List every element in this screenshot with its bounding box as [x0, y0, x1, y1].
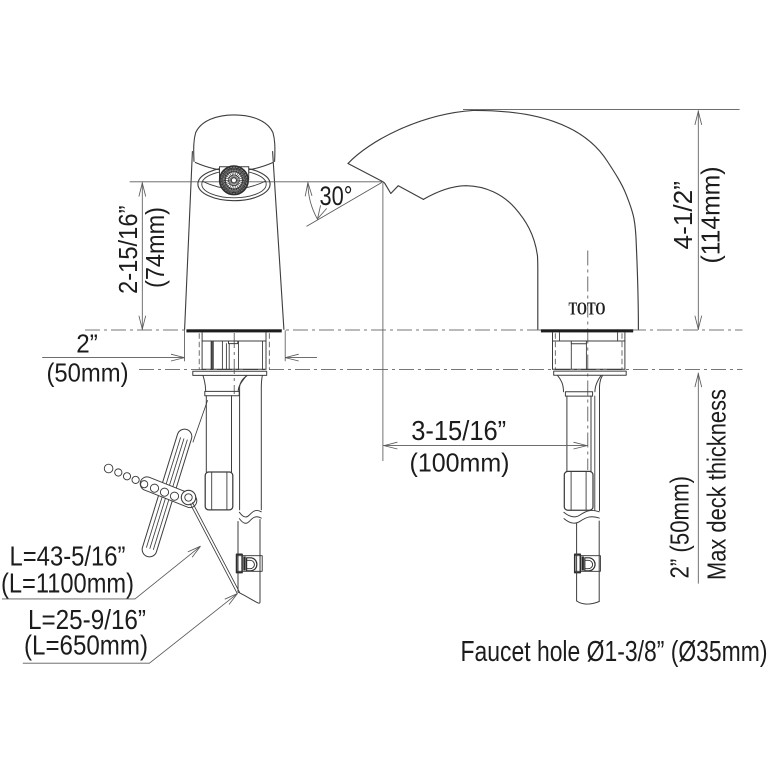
- svg-text:(L=1100mm): (L=1100mm): [1, 567, 134, 598]
- svg-text:L=25-9/16”: L=25-9/16”: [28, 604, 146, 635]
- svg-text:Faucet hole Ø1-3/8” (Ø35mm): Faucet hole Ø1-3/8” (Ø35mm): [461, 636, 768, 668]
- svg-text:4-1/2”: 4-1/2”: [668, 181, 698, 250]
- svg-text:Max deck thickness: Max deck thickness: [701, 389, 731, 580]
- svg-text:(114mm): (114mm): [695, 167, 725, 264]
- svg-text:(74mm): (74mm): [140, 207, 170, 288]
- svg-text:(L=650mm): (L=650mm): [24, 630, 148, 661]
- svg-text:2-15/16”: 2-15/16”: [113, 206, 143, 295]
- svg-text:(100mm): (100mm): [410, 448, 510, 478]
- svg-text:30°: 30°: [320, 181, 353, 211]
- svg-text:2”: 2”: [76, 328, 98, 358]
- svg-text:TOTO: TOTO: [569, 298, 606, 318]
- svg-text:(50mm): (50mm): [47, 357, 129, 387]
- svg-text:L=43-5/16”: L=43-5/16”: [10, 540, 126, 571]
- svg-text:2” (50mm): 2” (50mm): [665, 476, 695, 579]
- svg-text:3-15/16”: 3-15/16”: [411, 415, 506, 446]
